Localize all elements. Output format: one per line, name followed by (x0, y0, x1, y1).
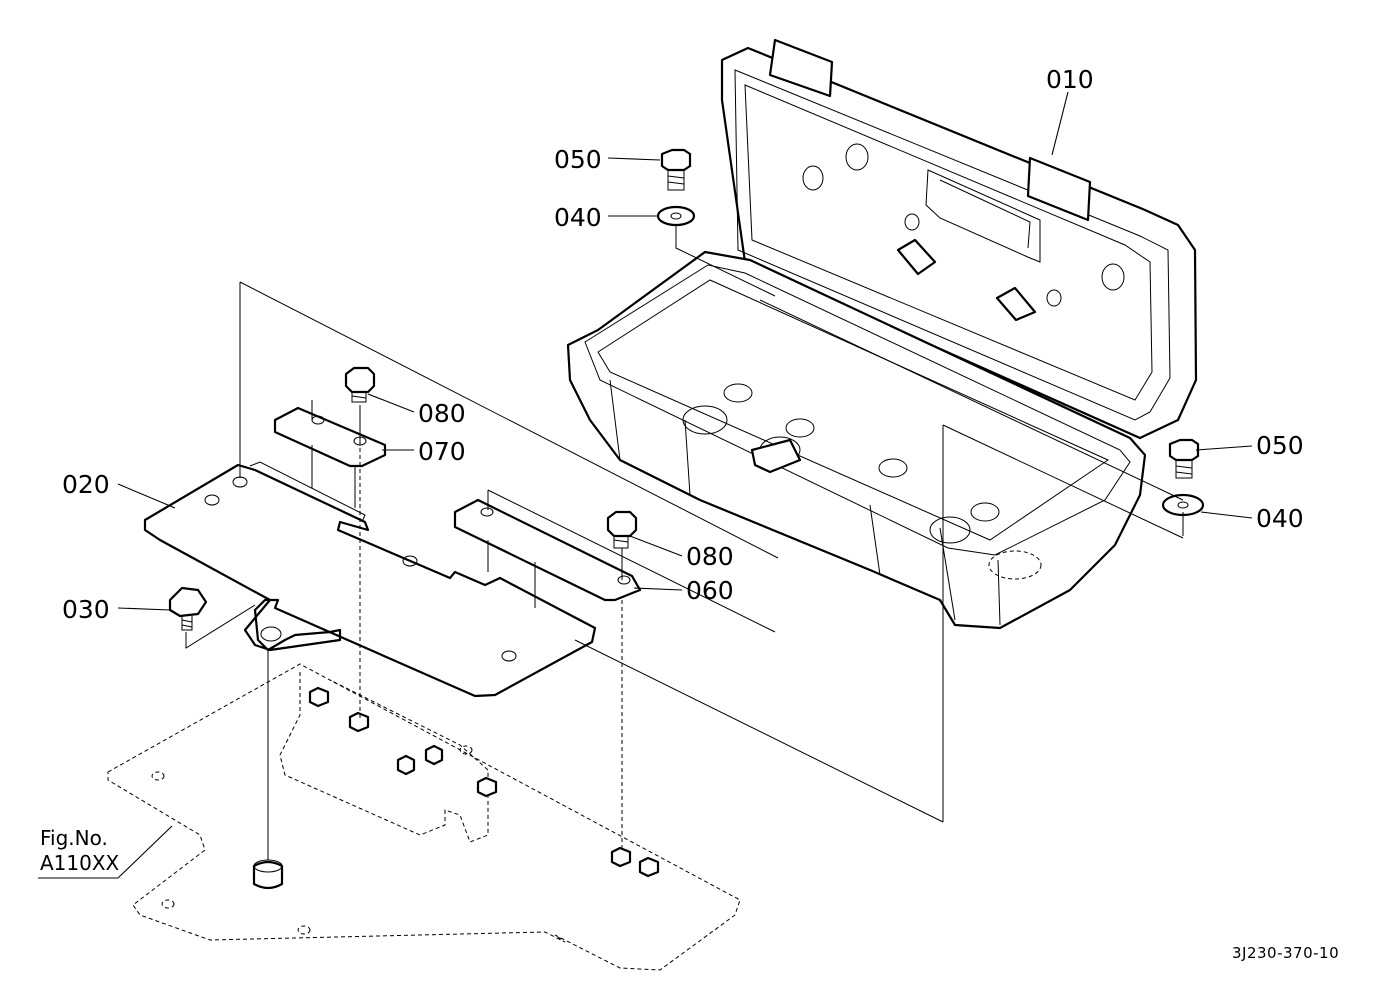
label-050-right: 050 (1256, 431, 1304, 460)
plate-060 (453, 498, 642, 608)
bolt-080-top (344, 366, 376, 403)
alignment-lines (185, 224, 1184, 860)
label-030: 030 (62, 595, 110, 624)
bolt-080-mid (606, 510, 638, 549)
label-010: 010 (1046, 65, 1094, 94)
label-080-mid: 080 (686, 542, 734, 571)
bracket-020 (143, 461, 597, 698)
drawing-number: 3J230-370-10 (1232, 944, 1339, 962)
label-070: 070 (418, 437, 466, 466)
part-labels: 010 050 040 080 070 020 030 080 060 050 … (62, 65, 1304, 624)
label-040-top: 040 (554, 203, 602, 232)
figure-reference: Fig.No. A110XX (40, 826, 120, 875)
bolt-050-right (1168, 438, 1200, 479)
label-060: 060 (686, 576, 734, 605)
label-050-top: 050 (554, 145, 602, 174)
knob-030 (168, 586, 208, 631)
washer-040-top (656, 205, 696, 227)
fig-no-label: Fig.No. (40, 826, 108, 850)
label-080-top: 080 (418, 399, 466, 428)
fig-no-value: A110XX (40, 851, 120, 875)
bolt-050-top (660, 148, 692, 191)
toolbox-010 (566, 38, 1198, 630)
floor-panel (107, 663, 741, 971)
label-040-right: 040 (1256, 504, 1304, 533)
leader-lines (38, 91, 1253, 879)
label-020: 020 (62, 470, 110, 499)
